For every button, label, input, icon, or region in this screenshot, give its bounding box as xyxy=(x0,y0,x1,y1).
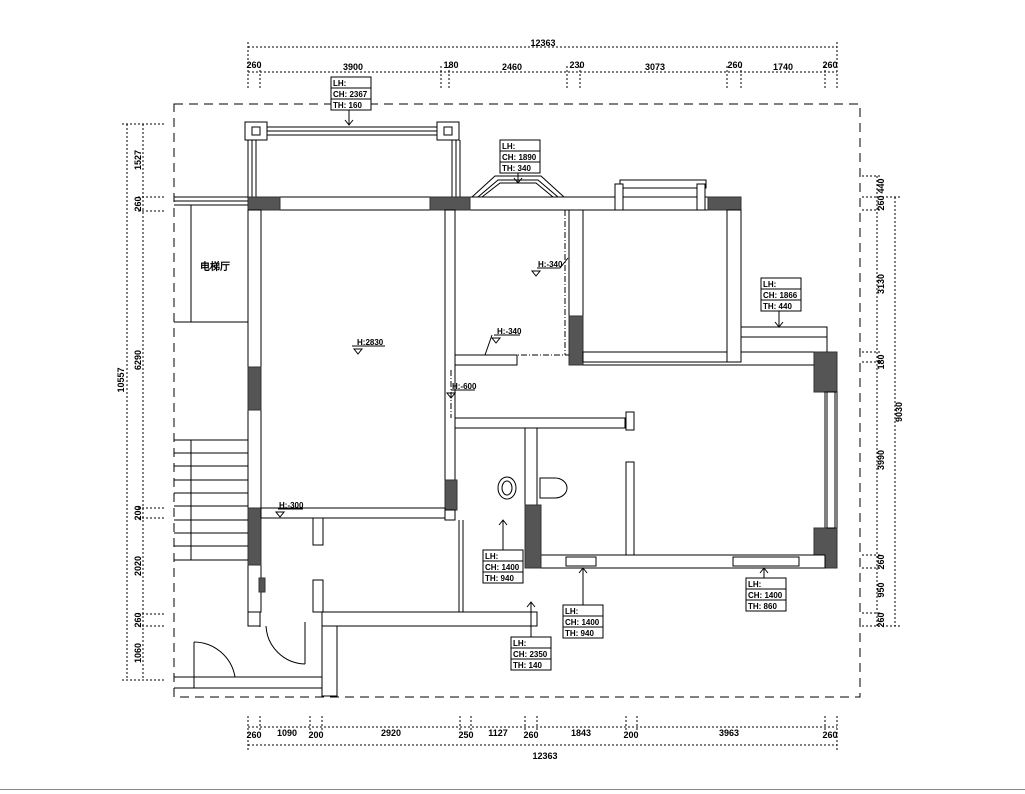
level-marker: H:-340 xyxy=(484,327,522,356)
tag-lh: LH: xyxy=(333,79,346,88)
top-dimensions: 12363 260 3900 180 2460 230 3073 260 174… xyxy=(246,38,838,90)
dim-right: 180 xyxy=(876,354,886,369)
svg-text:H:-340: H:-340 xyxy=(538,260,563,269)
tag-lh: LH: xyxy=(763,280,776,289)
tag-ch: CH: 2367 xyxy=(333,90,368,99)
dim-top: 230 xyxy=(569,60,584,70)
left-dimensions: 10557 1527 260 6290 200 2020 260 1060 xyxy=(116,123,165,681)
dim-top: 180 xyxy=(443,60,458,70)
bottom-dimensions: 260 1090 200 2920 250 1127 260 1843 200 … xyxy=(246,716,838,761)
svg-text:H:-340: H:-340 xyxy=(497,327,522,336)
dim-left: 6290 xyxy=(133,350,143,370)
dim-top: 260 xyxy=(246,60,261,70)
tag-lh: LH: xyxy=(513,639,526,648)
dim-left: 260 xyxy=(133,612,143,627)
right-dimensions: 440 260 3130 180 3990 260 950 260 9030 xyxy=(862,175,904,628)
dim-bottom: 3963 xyxy=(719,728,739,738)
tag-ch: CH: 1400 xyxy=(485,563,520,572)
tag-th: TH: 940 xyxy=(565,629,594,638)
level-marker: H:-300 xyxy=(274,501,304,518)
divider xyxy=(0,789,1025,790)
dim-left: 1060 xyxy=(133,643,143,663)
dim-bottom: 200 xyxy=(308,730,323,740)
tag-ch: CH: 1866 xyxy=(763,291,798,300)
elevation-tag: LH: CH: 1400 TH: 940 xyxy=(562,567,604,639)
dim-top-total: 12363 xyxy=(530,38,555,48)
tag-th: TH: 160 xyxy=(333,101,362,110)
tag-ch: CH: 1890 xyxy=(502,153,537,162)
level-marker: H:-600 xyxy=(445,382,477,399)
dim-right: 950 xyxy=(876,582,886,597)
tags: LH: CH: 2367 TH: 160 LH: CH: 1890 TH: 34… xyxy=(330,76,802,671)
elevation-tag: LH: CH: 1866 TH: 440 xyxy=(760,277,802,328)
level-marker: H:2830 xyxy=(352,338,385,355)
tag-lh: LH: xyxy=(502,142,515,151)
svg-text:H:2830: H:2830 xyxy=(357,338,384,347)
svg-text:H:-600: H:-600 xyxy=(452,382,477,391)
tag-th: TH: 860 xyxy=(748,602,777,611)
walls xyxy=(174,121,838,697)
dim-right: 260 xyxy=(876,554,886,569)
dim-top: 2460 xyxy=(502,62,522,72)
dim-left: 260 xyxy=(133,196,143,211)
windows xyxy=(565,391,836,567)
tag-th: TH: 340 xyxy=(502,164,531,173)
dim-right: 260 xyxy=(876,195,886,210)
tag-th: TH: 940 xyxy=(485,574,514,583)
dim-left: 1527 xyxy=(133,150,143,170)
basin-icon xyxy=(539,477,568,499)
dim-bottom: 1090 xyxy=(277,728,297,738)
dim-right: 3990 xyxy=(876,450,886,470)
elevation-tag: LH: CH: 1400 TH: 860 xyxy=(745,567,787,612)
dim-bottom: 260 xyxy=(246,730,261,740)
dim-bottom: 260 xyxy=(822,730,837,740)
dim-right: 260 xyxy=(876,612,886,627)
dim-bottom: 2920 xyxy=(381,728,401,738)
dim-right: 440 xyxy=(876,178,886,193)
room-label-elevator-hall: 电梯厅 xyxy=(200,260,230,273)
dim-top: 260 xyxy=(727,60,742,70)
dim-left: 2020 xyxy=(133,556,143,576)
dim-left: 200 xyxy=(133,505,143,520)
elevation-tag: LH: CH: 1890 TH: 340 xyxy=(499,139,541,184)
dim-right: 3130 xyxy=(876,274,886,294)
dim-bottom: 200 xyxy=(623,730,638,740)
dim-top: 1740 xyxy=(773,62,793,72)
elevation-tag: LH: CH: 1400 TH: 940 xyxy=(482,519,524,584)
site-boundary xyxy=(173,103,861,698)
dim-top: 260 xyxy=(822,60,837,70)
toilet-icon xyxy=(497,476,517,500)
dim-bottom: 260 xyxy=(523,730,538,740)
tag-th: TH: 440 xyxy=(763,302,792,311)
dim-top: 3073 xyxy=(645,62,665,72)
dim-bottom: 1127 xyxy=(488,728,508,738)
elevation-tag: LH: CH: 2350 TH: 140 xyxy=(510,601,552,671)
tag-lh: LH: xyxy=(748,580,761,589)
dim-left-total: 10557 xyxy=(116,367,126,392)
svg-text:H:-300: H:-300 xyxy=(279,501,304,510)
dim-right-total: 9030 xyxy=(894,402,904,422)
tag-ch: CH: 1400 xyxy=(748,591,783,600)
tag-th: TH: 140 xyxy=(513,661,542,670)
tag-lh: LH: xyxy=(485,552,498,561)
level-marker: H:-340 xyxy=(530,257,569,277)
dim-bottom: 250 xyxy=(458,730,473,740)
tag-lh: LH: xyxy=(565,607,578,616)
level-markers: H:2830 H:-340 H:-340 H:-600 H:-300 xyxy=(274,257,569,518)
elevation-tag: LH: CH: 2367 TH: 160 xyxy=(330,76,372,126)
dim-bottom: 1843 xyxy=(571,728,591,738)
dim-top: 3900 xyxy=(343,62,363,72)
tag-ch: CH: 1400 xyxy=(565,618,600,627)
dim-bottom-total: 12363 xyxy=(532,751,557,761)
tag-ch: CH: 2350 xyxy=(513,650,548,659)
